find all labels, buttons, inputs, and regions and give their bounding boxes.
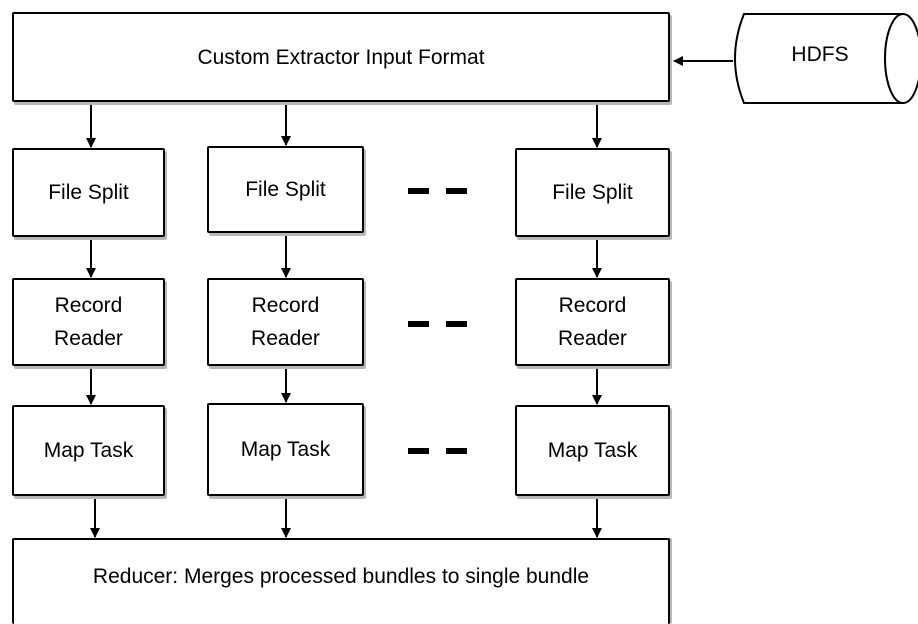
ellipsis-dash <box>408 448 429 454</box>
input-format-box: Custom Extractor Input Format <box>12 12 670 102</box>
record-reader-label: Record Reader <box>251 294 320 350</box>
record-reader-label: Record Reader <box>558 294 627 350</box>
file-split-box-3: File Split <box>515 148 670 237</box>
file-split-box-1: File Split <box>12 148 165 237</box>
hdfs-label: HDFS <box>791 43 849 66</box>
record-reader-label: Record Reader <box>54 294 123 350</box>
file-split-box-2: File Split <box>207 146 364 233</box>
ellipsis-dash <box>408 321 429 327</box>
ellipsis-dash <box>408 188 429 194</box>
input-format-label: Custom Extractor Input Format <box>197 45 485 69</box>
reducer-label: Reducer: Merges processed bundles to sin… <box>92 565 590 588</box>
map-task-label: Map Task <box>43 439 134 462</box>
map-task-box-3: Map Task <box>515 405 670 496</box>
hdfs-cylinder <box>734 13 918 104</box>
record-reader-box-3: Record Reader <box>515 278 670 366</box>
map-task-box-2: Map Task <box>207 403 364 496</box>
map-task-label: Map Task <box>547 439 638 462</box>
ellipsis-dash <box>446 188 467 194</box>
file-split-label: File Split <box>48 181 129 204</box>
record-reader-box-2: Record Reader <box>207 278 364 366</box>
map-task-label: Map Task <box>240 438 331 461</box>
map-task-box-1: Map Task <box>12 405 165 496</box>
ellipsis-dash <box>446 321 467 327</box>
file-split-label: File Split <box>552 181 633 204</box>
record-reader-box-1: Record Reader <box>12 278 165 366</box>
file-split-label: File Split <box>245 178 326 201</box>
ellipsis-dash <box>446 448 467 454</box>
reducer-box: Reducer: Merges processed bundles to sin… <box>12 538 670 624</box>
